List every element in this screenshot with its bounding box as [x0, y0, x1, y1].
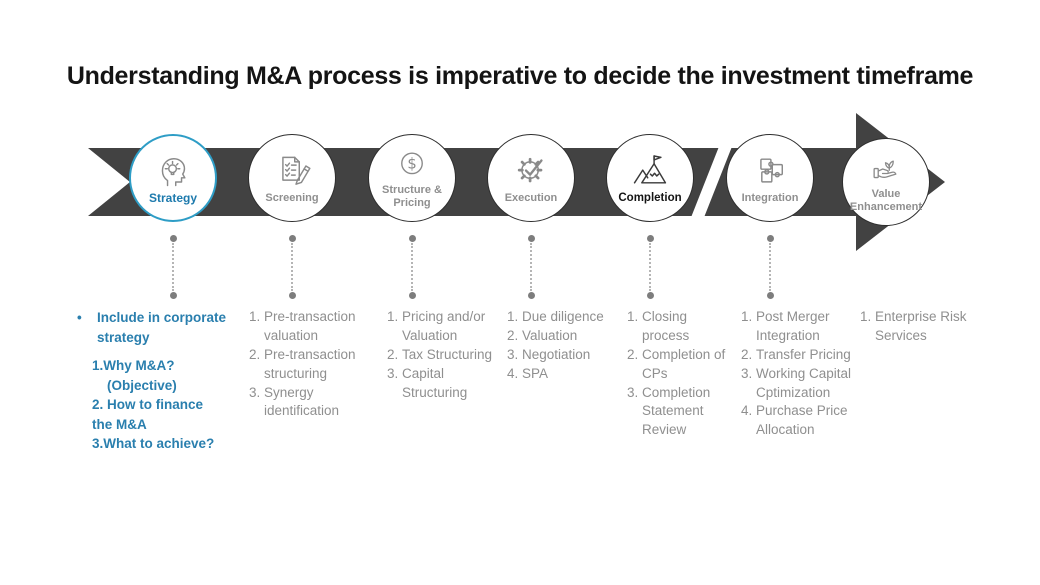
list-item: 4.SPA [507, 365, 549, 381]
strategy-line: the M&A [92, 416, 147, 432]
svg-text:$: $ [407, 156, 416, 173]
head-bulb-icon [161, 157, 186, 187]
integration-items-column: 1.Post Merger Integration 2.Transfer Pric… [741, 308, 859, 440]
strategy-line: 2. How to finance [92, 397, 204, 413]
list-item: 3.Synergy identification [249, 384, 340, 419]
stage-label: Structure & Pricing [382, 184, 442, 209]
stage-circle-strategy: Strategy [129, 134, 217, 222]
stage-label: Screening [265, 192, 319, 205]
value-enhancement-items-column: 1.Enterprise Risk Services [860, 308, 1000, 346]
list-item: 2.Completion of CPs [627, 346, 726, 381]
connector [288, 235, 296, 299]
connector [527, 235, 535, 299]
stage-circle-structure-pricing: $ Structure & Pricing [368, 134, 456, 222]
mountain-flag-icon [633, 155, 667, 184]
strategy-line: 1.Why M&A? [92, 358, 175, 374]
list-item: 3.Negotiation [507, 346, 591, 362]
gear-check-icon [517, 158, 543, 183]
stage-label: Execution [504, 192, 558, 205]
strategy-line: 3.What to achieve? [92, 436, 215, 452]
connector [169, 235, 177, 299]
connector [766, 235, 774, 299]
checklist-pencil-icon [282, 156, 311, 186]
list-item: 1.Post Merger Integration [741, 309, 830, 343]
puzzle-icon [760, 158, 783, 183]
list-item: 1.Due diligence [507, 309, 604, 324]
stage-circle-value-enhancement: Value Enhancement [842, 138, 930, 226]
stage-label: Integration [741, 192, 799, 205]
stage-label: Strategy [148, 190, 198, 205]
execution-items-column: 1.Due diligence 2.Valuation 3.Negotiation 4… [507, 308, 615, 384]
stage-label: Completion [618, 192, 682, 205]
list-item: 3.Completion Statement Review [627, 384, 711, 438]
list-item: 2.Valuation [507, 327, 578, 343]
connector [408, 235, 416, 299]
bullet-glyph: • [77, 310, 82, 325]
stage-label: Value Enhancement [849, 188, 923, 213]
connector [646, 235, 654, 299]
slash-separator [690, 144, 733, 220]
list-item: 3.Working Capital Cptimization [741, 365, 852, 400]
dollar-circle-icon: $ [401, 152, 423, 175]
list-item: 1.Closing process [627, 309, 690, 343]
stage-circle-execution: Execution [487, 134, 575, 222]
strategy-question-lines: 1.Why M&A? (Objective) 2. How to finance t… [72, 356, 244, 454]
list-item: 1.Pre-transaction valuation [249, 309, 356, 343]
list-item: 1.Enterprise Risk Services [860, 309, 967, 343]
list-item: 2.Tax Structuring [387, 346, 493, 362]
page-title: Understanding M&A process is imperative … [66, 62, 974, 90]
list-item: 3.Capital Structuring [387, 365, 468, 400]
strategy-notes-column: • Include in corporate strategy 1.Why M&… [72, 308, 244, 454]
stage-circle-integration: Integration [726, 134, 814, 222]
list-item: 2.Transfer Pricing [741, 346, 851, 362]
list-item: 4.Purchase Price Allocation [741, 403, 848, 438]
structure-pricing-items-column: 1.Pricing and/or Valuation 2.Tax Structur… [387, 308, 501, 402]
list-item: 2.Pre-transaction structuring [249, 346, 356, 381]
strategy-bullet-item: • Include in corporate strategy [72, 308, 244, 347]
list-item: 1.Pricing and/or Valuation [387, 309, 486, 343]
strategy-bullet-text: Include in corporate strategy [97, 310, 227, 345]
stage-circle-completion: Completion [606, 134, 694, 222]
stage-circle-screening: Screening [248, 134, 336, 222]
hand-plant-icon [873, 160, 897, 179]
strategy-line: (Objective) [92, 377, 177, 393]
